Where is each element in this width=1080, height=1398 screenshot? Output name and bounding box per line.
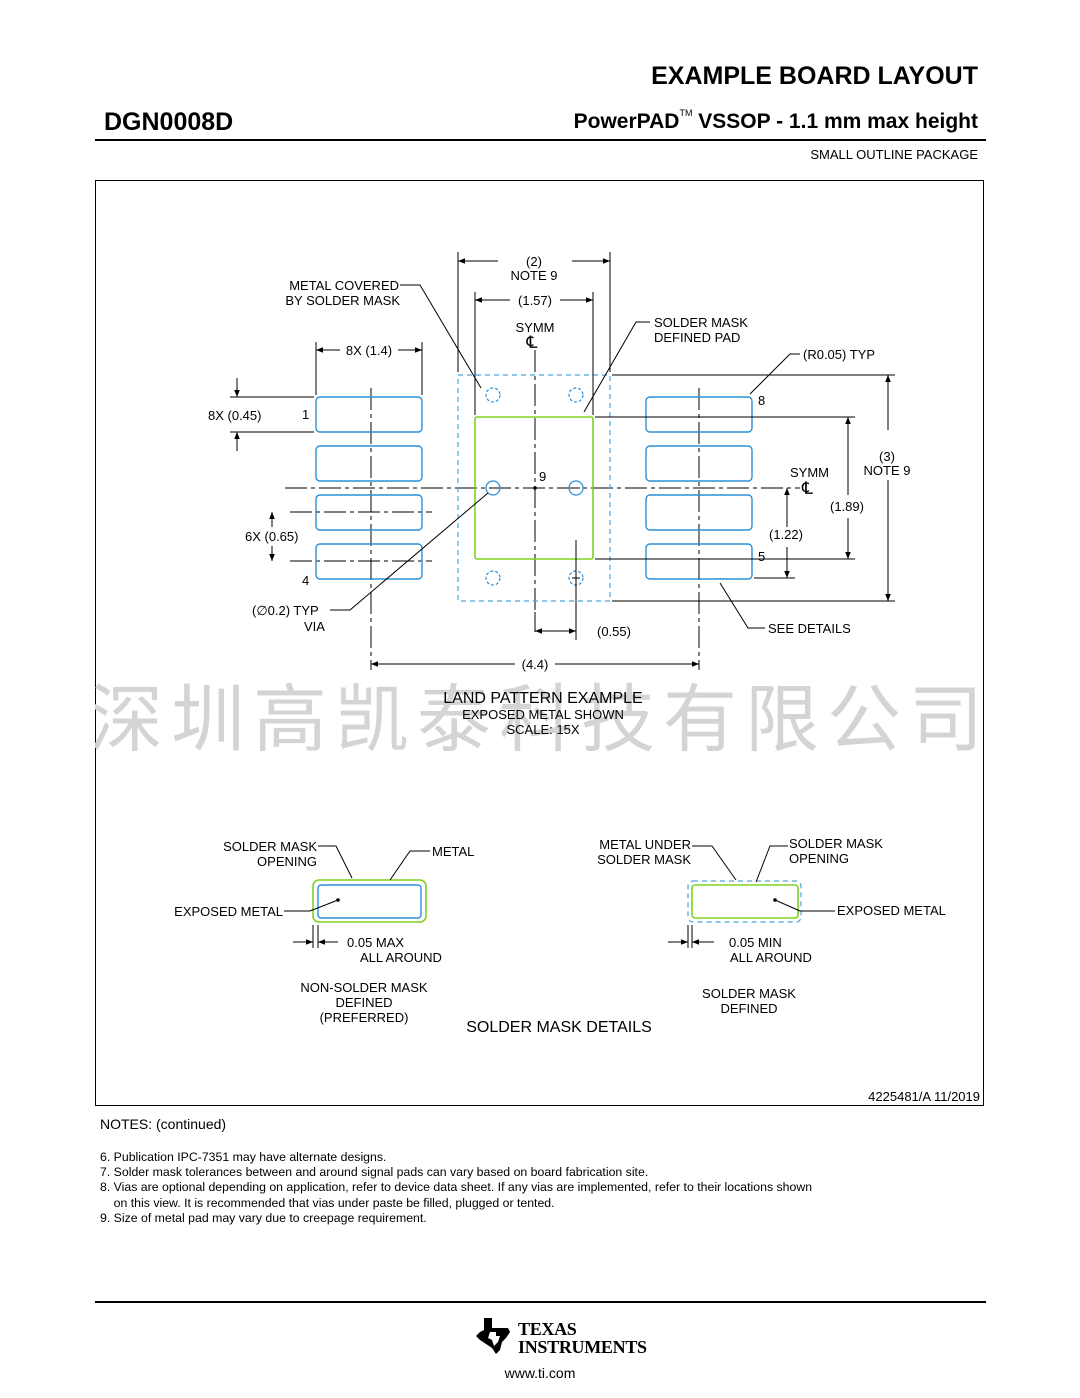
pad-2 [315, 445, 423, 482]
header-rule [95, 139, 986, 141]
svg-text:SYMM: SYMM [516, 320, 555, 335]
svg-text:9: 9 [539, 469, 546, 484]
pad-6 [645, 494, 753, 531]
svg-text:ALL AROUND: ALL AROUND [730, 950, 812, 965]
svg-text:SOLDER MASK: SOLDER MASK [223, 839, 317, 854]
svg-text:SOLDER MASK: SOLDER MASK [702, 986, 796, 1001]
svg-text:5: 5 [758, 549, 765, 564]
svg-text:SOLDER MASK: SOLDER MASK [597, 852, 691, 867]
svg-text:(R0.05) TYP: (R0.05) TYP [803, 347, 875, 362]
svg-text:LAND PATTERN EXAMPLE: LAND PATTERN EXAMPLE [443, 690, 642, 707]
smd-detail: METAL UNDER SOLDER MASK SOLDER MASK OPEN… [597, 836, 946, 1016]
svg-text:(1.89): (1.89) [830, 499, 864, 514]
left-pads [315, 396, 423, 580]
svg-text:EXPOSED METAL: EXPOSED METAL [837, 903, 946, 918]
svg-text:℄: ℄ [526, 333, 538, 352]
svg-text:1: 1 [302, 407, 309, 422]
package-subtitle: PowerPADTM VSSOP - 1.1 mm max height [480, 108, 978, 134]
note-item: 6. Publication IPC-7351 may have alterna… [100, 1150, 387, 1164]
trademark-mark: TM [679, 108, 693, 118]
svg-text:METAL UNDER: METAL UNDER [599, 837, 691, 852]
svg-text:NON-SOLDER MASK: NON-SOLDER MASK [300, 980, 427, 995]
package-type: SMALL OUTLINE PACKAGE [810, 147, 978, 162]
svg-text:VIA: VIA [304, 619, 325, 634]
svg-text:(4.4): (4.4) [522, 657, 549, 672]
notes-list: 6. Publication IPC-7351 may have alterna… [100, 1150, 980, 1226]
svg-text:(1.57): (1.57) [518, 293, 552, 308]
svg-text:(3): (3) [879, 449, 895, 464]
svg-text:0.05 MIN: 0.05 MIN [729, 935, 782, 950]
svg-text:8: 8 [758, 393, 765, 408]
land-pattern-drawing: 深圳高凯泰科技有限公司 [95, 252, 984, 1036]
texas-state-icon [476, 1318, 510, 1354]
note-item: on this view. It is recommended that via… [100, 1195, 555, 1210]
svg-text:BY SOLDER MASK: BY SOLDER MASK [285, 293, 400, 308]
right-pads [645, 396, 753, 580]
svg-text:DEFINED: DEFINED [720, 1001, 777, 1016]
via-exposed [568, 480, 584, 496]
svg-text:DEFINED PAD: DEFINED PAD [654, 330, 740, 345]
svg-text:SOLDER MASK: SOLDER MASK [654, 315, 748, 330]
svg-text:6X (0.65): 6X (0.65) [245, 529, 298, 544]
document-id: 4225481/A 11/2019 [868, 1089, 980, 1104]
svg-text:(PREFERRED): (PREFERRED) [320, 1010, 409, 1025]
svg-text:NOTE 9: NOTE 9 [864, 463, 911, 478]
nsmd-detail: SOLDER MASK OPENING METAL EXPOSED METAL … [174, 839, 474, 1025]
footer-url[interactable]: www.ti.com [504, 1365, 576, 1381]
drawing-frame [95, 180, 984, 1106]
svg-text:OPENING: OPENING [257, 854, 317, 869]
solder-mask-outline [457, 374, 611, 602]
subtitle-suffix: VSSOP - 1.1 mm max height [692, 110, 978, 133]
watermark-text: 深圳高凯泰科技有限公司 [95, 678, 984, 761]
svg-text:OPENING: OPENING [789, 851, 849, 866]
svg-text:METAL: METAL [432, 844, 474, 859]
svg-text:EXPOSED METAL SHOWN: EXPOSED METAL SHOWN [462, 707, 624, 722]
pad-1 [315, 396, 423, 433]
svg-text:DEFINED: DEFINED [335, 995, 392, 1010]
via-covered [485, 570, 501, 586]
note-item: 8. Vias are optional depending on applic… [100, 1180, 813, 1195]
via-covered [568, 387, 584, 403]
svg-text:4: 4 [302, 573, 309, 588]
pad-4 [315, 543, 423, 580]
svg-text:EXPOSED METAL: EXPOSED METAL [174, 904, 283, 919]
note-item: 7. Solder mask tolerances between and ar… [100, 1165, 649, 1180]
via-covered [485, 387, 501, 403]
svg-text:NOTE 9: NOTE 9 [511, 268, 558, 283]
svg-text:0.05 MAX: 0.05 MAX [347, 935, 404, 950]
pad-7 [645, 445, 753, 482]
pad-3 [315, 494, 423, 531]
pad-8 [645, 396, 753, 433]
svg-text:METAL COVERED: METAL COVERED [289, 278, 399, 293]
svg-text:(∅0.2) TYP: (∅0.2) TYP [252, 603, 319, 618]
dimension-lines [230, 252, 895, 670]
notes-heading: NOTES: (continued) [100, 1116, 227, 1132]
package-code: DGN0008D [104, 108, 234, 136]
svg-text:(1.22): (1.22) [769, 527, 803, 542]
svg-text:(2): (2) [526, 254, 542, 269]
svg-text:8X (1.4): 8X (1.4) [346, 343, 392, 358]
ti-logo-line2: INSTRUMENTS [518, 1337, 647, 1357]
subtitle-prefix: PowerPAD [573, 110, 680, 133]
svg-text:SCALE: 15X: SCALE: 15X [507, 722, 580, 737]
svg-text:8X (0.45): 8X (0.45) [208, 408, 261, 423]
svg-text:℄: ℄ [801, 479, 813, 498]
svg-text:SOLDER MASK: SOLDER MASK [789, 836, 883, 851]
document-title: EXAMPLE BOARD LAYOUT [651, 62, 978, 90]
svg-text:SEE DETAILS: SEE DETAILS [768, 621, 851, 636]
footer-rule [95, 1301, 986, 1303]
drawing-labels: (2) NOTE 9 (1.57) SYMM ℄ METAL COVERED B… [208, 254, 910, 737]
thermal-pad [474, 416, 594, 560]
via-crosshairs [489, 487, 580, 640]
solder-mask-details-title: SOLDER MASK DETAILS [466, 1019, 652, 1036]
svg-text:(0.55): (0.55) [597, 624, 631, 639]
svg-text:ALL AROUND: ALL AROUND [360, 950, 442, 965]
via-exposed [485, 480, 501, 496]
note-item: 9. Size of metal pad may vary due to cre… [100, 1210, 427, 1225]
ti-logo-line1: TEXAS [518, 1319, 577, 1339]
pad-5 [645, 543, 753, 580]
svg-text:SYMM: SYMM [790, 465, 829, 480]
